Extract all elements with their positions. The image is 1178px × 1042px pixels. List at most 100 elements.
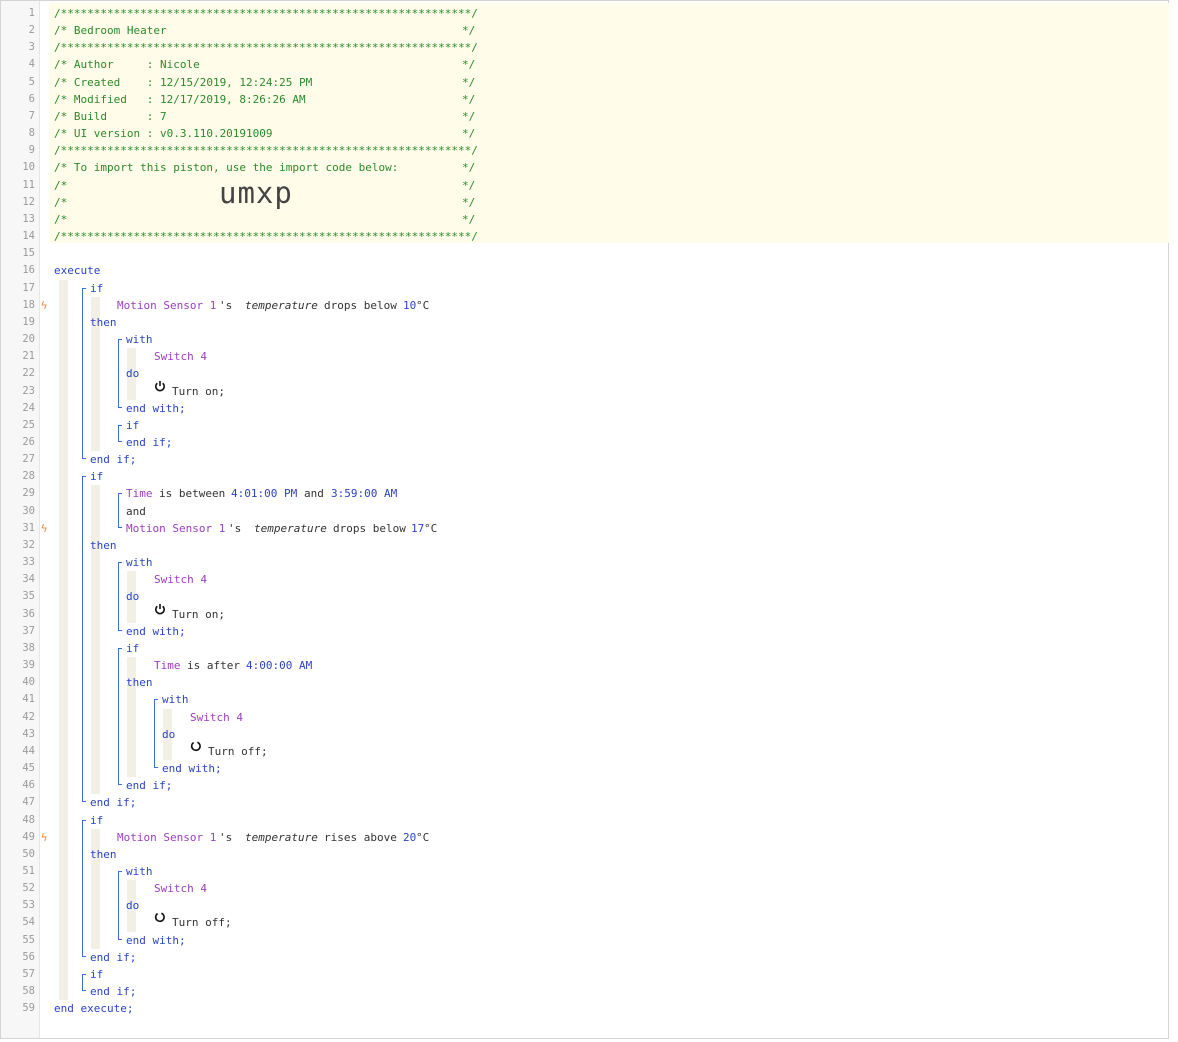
- line-number: 15: [22, 247, 35, 260]
- power-off-icon: [190, 740, 202, 757]
- line-number: 28: [22, 470, 35, 483]
- line-number: 6: [28, 92, 35, 105]
- keyword: if: [90, 470, 104, 484]
- code-line: 3/**************************************…: [1, 39, 1169, 56]
- code-line: 4/* Author : Nicole*/: [1, 56, 1169, 73]
- line-number: 45: [22, 762, 35, 775]
- line-number: 44: [22, 744, 35, 757]
- comment-header-block: [49, 3, 1169, 243]
- block-bracket: [118, 647, 123, 786]
- line-number: 50: [22, 847, 35, 860]
- line-number: 47: [22, 796, 35, 809]
- line-number: 4: [28, 58, 35, 71]
- keyword: then: [90, 315, 117, 329]
- statement-text: °C: [424, 521, 438, 535]
- value-literal: 4:01:00 PM: [231, 487, 298, 501]
- line-number: 8: [28, 127, 35, 140]
- line-number: 26: [22, 436, 35, 448]
- line-number: 54: [22, 916, 35, 929]
- comment-text: */: [462, 109, 476, 123]
- comment-text: */: [462, 24, 476, 38]
- import-code: umxp: [219, 175, 293, 210]
- keyword: end if;: [90, 453, 137, 467]
- line-number: 40: [22, 676, 35, 689]
- keyword: end if;: [126, 779, 173, 793]
- keyword: if: [126, 418, 140, 432]
- power-on-icon: [154, 380, 166, 397]
- comment-text: */: [462, 58, 476, 72]
- comment-text: /***************************************…: [54, 144, 478, 158]
- block-bracket: [82, 819, 87, 958]
- statement-text: drops below: [333, 521, 413, 535]
- line-number: 10: [22, 161, 35, 174]
- comment-text: /***************************************…: [54, 41, 478, 55]
- keyword: then: [126, 676, 153, 690]
- keyword: execute: [54, 264, 101, 278]
- line-number: 5: [28, 75, 35, 88]
- line-number: 58: [22, 985, 35, 998]
- code-line: 41 with: [1, 691, 1169, 708]
- line-number: 16: [22, 264, 35, 277]
- code-line: 21 Switch 4: [1, 348, 1169, 365]
- statement-text: °C: [416, 298, 430, 312]
- line-number: 59: [22, 1002, 35, 1015]
- line-number: 30: [22, 504, 35, 517]
- line-number: 46: [22, 779, 35, 792]
- statement-text: and: [304, 487, 331, 501]
- keyword: with: [162, 693, 189, 707]
- device-name: Switch 4: [154, 350, 207, 364]
- comment-text: */: [462, 92, 476, 106]
- line-number: 1: [28, 7, 35, 19]
- keyword: end with;: [126, 401, 186, 415]
- comment-text: /* Build : 7: [54, 109, 167, 123]
- comment-text: /*: [54, 178, 68, 192]
- code-line: 51 with: [1, 863, 1169, 880]
- comment-text: */: [462, 195, 476, 209]
- comment-text: */: [462, 127, 476, 141]
- keyword: do: [162, 727, 176, 741]
- line-number: 57: [22, 967, 35, 980]
- device-name: Switch 4: [154, 882, 207, 896]
- device-name: Switch 4: [154, 573, 207, 587]
- code-line: 28 if: [1, 468, 1169, 485]
- line-number: 21: [22, 350, 35, 363]
- attribute-name: temperature: [245, 830, 318, 844]
- code-line: 13/**/: [1, 211, 1169, 228]
- indent-guide: [127, 348, 136, 400]
- keyword: end if;: [90, 950, 137, 964]
- comment-text: /* Bedroom Heater: [54, 24, 167, 38]
- line-number: 39: [22, 659, 35, 672]
- code-line: 5/* Created : 12/15/2019, 12:24:25 PM*/: [1, 74, 1169, 91]
- code-line: 9/**************************************…: [1, 142, 1169, 159]
- keyword: with: [126, 865, 153, 878]
- line-number: 7: [28, 109, 35, 122]
- statement-text: °C: [416, 830, 430, 844]
- line-number: 23: [22, 384, 35, 397]
- attribute-name: temperature: [254, 521, 327, 535]
- line-number: 29: [22, 487, 35, 500]
- keyword: end with;: [126, 933, 186, 947]
- comment-text: /***************************************…: [54, 230, 478, 244]
- statement-text: Turn on;: [172, 607, 225, 621]
- line-number: 51: [22, 865, 35, 877]
- comment-text: /* Created : 12/15/2019, 12:24:25 PM: [54, 75, 313, 89]
- code-line: 14/*************************************…: [1, 228, 1169, 245]
- line-number: 41: [22, 693, 35, 706]
- code-line: 11/**/: [1, 177, 1169, 194]
- trigger-bolt-icon: ϟ: [40, 298, 48, 312]
